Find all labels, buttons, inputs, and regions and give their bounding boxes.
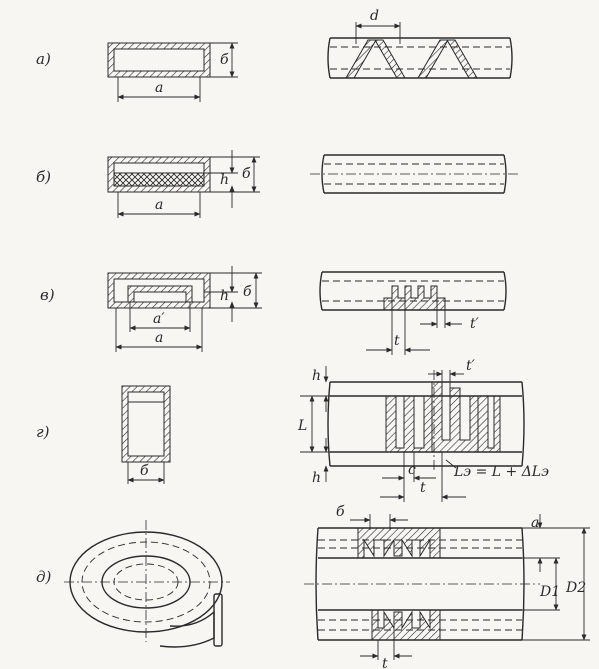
dim-g-c: c: [408, 462, 416, 478]
dim-v-height: б: [243, 284, 252, 300]
dim-a-pitch: d: [370, 8, 379, 24]
dim-v-tprime: t′: [470, 316, 480, 332]
dim-g-L: L: [297, 418, 307, 434]
dim-g-h-top: h: [312, 368, 321, 384]
row-g-side-view: L h h t′ c t Lэ = L + ΔLэ: [297, 358, 549, 502]
dim-g-width: б: [140, 463, 149, 479]
dim-d-b: б: [336, 504, 345, 520]
dim-g-t: t: [420, 480, 426, 496]
row-a-cross-section: б а: [107, 42, 238, 102]
row-label-d: д): [36, 568, 52, 586]
row-label-g: г): [36, 423, 50, 441]
row-label-v: в): [40, 286, 55, 304]
dim-a-width: а: [155, 80, 163, 96]
dim-d-D2: D2: [565, 580, 586, 596]
dim-g-formula: Lэ = L + ΔLэ: [453, 464, 549, 480]
row-label-a: а): [36, 50, 51, 68]
dim-d-a: a: [531, 515, 539, 531]
dim-g-h-bot: h: [312, 470, 321, 486]
dim-v-t: t: [394, 333, 400, 349]
row-a-side-view: d: [327, 8, 513, 79]
row-d-side-view: б a D1 D2 t: [304, 504, 590, 669]
row-v-cross-section: б h а′ а: [107, 266, 262, 352]
row-v-side-view: t t′: [319, 271, 507, 355]
dim-b-height: б: [242, 166, 251, 182]
dim-d-D1: D1: [539, 584, 560, 600]
row-g-cross-section: б: [121, 385, 171, 484]
dim-b-h: h: [220, 172, 229, 188]
dim-v-h: h: [220, 288, 229, 304]
dim-v-inner: а′: [153, 311, 165, 327]
dim-a-height: б: [220, 52, 229, 68]
row-b-cross-section: б h а: [107, 150, 260, 218]
row-b-side-view: [310, 154, 520, 194]
dim-d-t: t: [382, 656, 388, 669]
row-d-spiral-view: [64, 520, 230, 648]
dim-g-tprime: t′: [466, 358, 476, 374]
dim-v-width: а: [155, 330, 163, 346]
dim-b-width: а: [155, 197, 163, 213]
row-label-b: б): [36, 168, 51, 186]
